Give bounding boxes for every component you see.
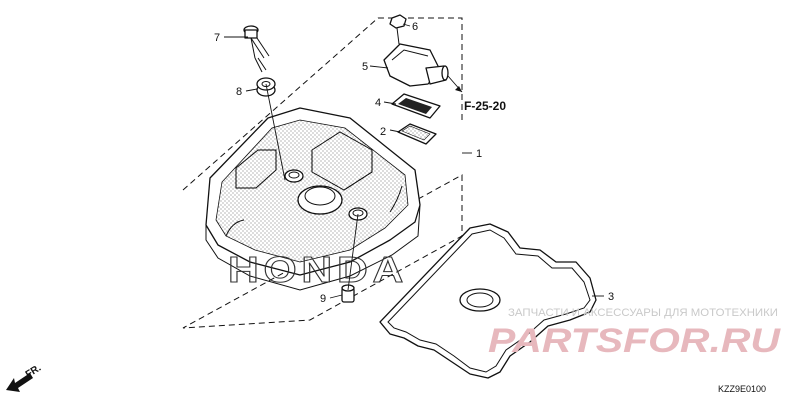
separator-plate-4 xyxy=(391,93,441,119)
honda-cast-logo: HONDA xyxy=(228,249,408,290)
callout-2: 2 xyxy=(380,126,386,138)
callout-8: 8 xyxy=(236,86,242,98)
callout-9: 9 xyxy=(320,293,326,305)
bolt-6 xyxy=(389,14,407,45)
grommet-8 xyxy=(256,77,276,97)
assembly-outline xyxy=(182,17,463,329)
callout-3: 3 xyxy=(608,291,614,303)
leader-lines xyxy=(224,23,604,299)
callout-4: 4 xyxy=(375,97,381,109)
callout-7: 7 xyxy=(214,32,220,44)
callout-1: 1 xyxy=(476,148,482,160)
watermark: ЗАПЧАСТИ И АКСЕССУАРЫ ДЛЯ МОТОТЕХНИКИ PA… xyxy=(488,307,782,360)
watermark-tagline: ЗАПЧАСТИ И АКСЕССУАРЫ ДЛЯ МОТОТЕХНИКИ xyxy=(508,307,778,319)
bolt-7 xyxy=(243,25,270,73)
reference-figure-label: F-25-20 xyxy=(464,99,506,113)
head-cover-gasket-3 xyxy=(379,223,597,379)
watermark-site: PARTSFOR.RU xyxy=(488,322,782,360)
cylinder-head-cover: HONDA xyxy=(205,107,421,291)
callout-5: 5 xyxy=(362,61,368,73)
callout-6: 6 xyxy=(412,21,418,33)
breather-cover-5 xyxy=(383,43,449,87)
filter-element-2 xyxy=(397,123,437,145)
front-direction-arrow-icon xyxy=(6,373,33,392)
drawing-code: KZZ9E0100 xyxy=(718,384,766,394)
